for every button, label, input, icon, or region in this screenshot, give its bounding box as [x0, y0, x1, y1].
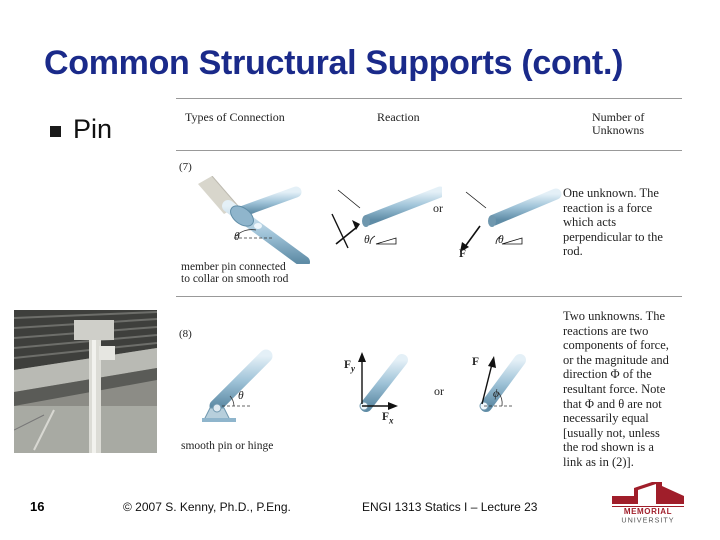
- row8-desc-line: Two unknowns. The: [563, 309, 666, 323]
- row8-desc-line: reactions are two: [563, 323, 649, 338]
- row8-desc-line: direction Φ of the: [563, 367, 652, 382]
- support-table: Types of Connection Reaction Number of U…: [176, 98, 682, 478]
- support-photo: [14, 310, 157, 453]
- row7-theta-a: θ: [364, 234, 370, 246]
- row8-fx-symbol: F: [382, 411, 390, 423]
- row8-desc-line: resultant force. Note: [563, 381, 666, 396]
- row7-caption-line2: to collar on smooth rod: [181, 273, 289, 285]
- row8-desc-line: the rod shown is a: [563, 440, 654, 455]
- row8-force-label: F: [472, 356, 480, 368]
- header-unknowns-line1: Number of: [592, 110, 645, 124]
- row8-fy-subscript: y: [351, 363, 356, 374]
- row7-desc-line: perpendicular to the: [563, 229, 663, 244]
- row7-desc-line: rod.: [563, 244, 583, 259]
- row8-desc-line: necessarily equal: [563, 411, 649, 426]
- row8-fy-label: Fy: [344, 359, 355, 375]
- logo-line2: UNIVERSITY: [621, 516, 674, 525]
- slide-title: Common Structural Supports (cont.): [44, 44, 624, 82]
- row8-desc-line: or the magnitude and: [563, 352, 669, 367]
- row8-caption: smooth pin or hinge: [181, 440, 274, 452]
- header-connection-type: Types of Connection: [185, 110, 285, 124]
- row8-fx-label: Fx: [382, 411, 394, 427]
- row8-fy-symbol: F: [344, 359, 352, 371]
- header-unknowns-line2: Unknowns: [592, 123, 645, 137]
- row8-desc-line: link as in (2)].: [563, 454, 634, 469]
- row7-desc-line: reaction is a force: [563, 200, 653, 215]
- header-reaction: Reaction: [377, 110, 420, 124]
- row8-description: Two unknowns. The reactions are two comp…: [563, 309, 681, 470]
- row7-reaction-diagram-a: [331, 186, 442, 249]
- row8-reaction-diagram-a: [358, 352, 408, 412]
- row8-phi-label: ϕ: [493, 388, 499, 400]
- table-header-rule: [176, 150, 682, 151]
- footer-copyright: © 2007 S. Kenny, Ph.D., P.Eng.: [123, 500, 291, 514]
- row8-theta-label: θ: [238, 390, 244, 402]
- bullet-text: Pin: [73, 114, 113, 144]
- footer-lecture: ENGI 1313 Statics I – Lecture 23: [362, 500, 538, 514]
- memorial-university-logo: MEMORIAL UNIVERSITY: [612, 482, 684, 524]
- row7-description: One unknown. The reaction is a force whi…: [563, 186, 681, 259]
- row8-number: (8): [179, 328, 192, 340]
- row8-or: or: [434, 384, 444, 398]
- row7-theta-label: θ: [234, 231, 240, 243]
- row7-or: or: [433, 201, 443, 215]
- collar-on-rod-illustration: [198, 176, 310, 264]
- row8-desc-line: components of force,: [563, 338, 669, 353]
- table-row-rule: [176, 296, 682, 297]
- table-top-rule: [176, 98, 682, 99]
- row7-reaction-diagram-b: [460, 188, 562, 252]
- bullet-marker: [50, 126, 61, 137]
- row8-fx-subscript: x: [389, 415, 394, 426]
- row7-force-label: F: [459, 248, 467, 260]
- row7-caption-line1: member pin connected: [181, 261, 286, 273]
- row8-reaction-diagram-b: [479, 354, 526, 412]
- row8-desc-line: [usually not, unless: [563, 425, 660, 440]
- page-number: 16: [30, 499, 45, 514]
- row7-theta-b: θ: [498, 234, 504, 246]
- row8-desc-line: that Φ and θ are not: [563, 396, 662, 411]
- logo-line1: MEMORIAL: [624, 507, 672, 516]
- row7-desc-line: which acts: [563, 215, 617, 230]
- pin-hinge-illustration: [202, 349, 273, 422]
- row7-desc-line: One unknown. The: [563, 186, 659, 200]
- row7-number: (7): [179, 161, 192, 173]
